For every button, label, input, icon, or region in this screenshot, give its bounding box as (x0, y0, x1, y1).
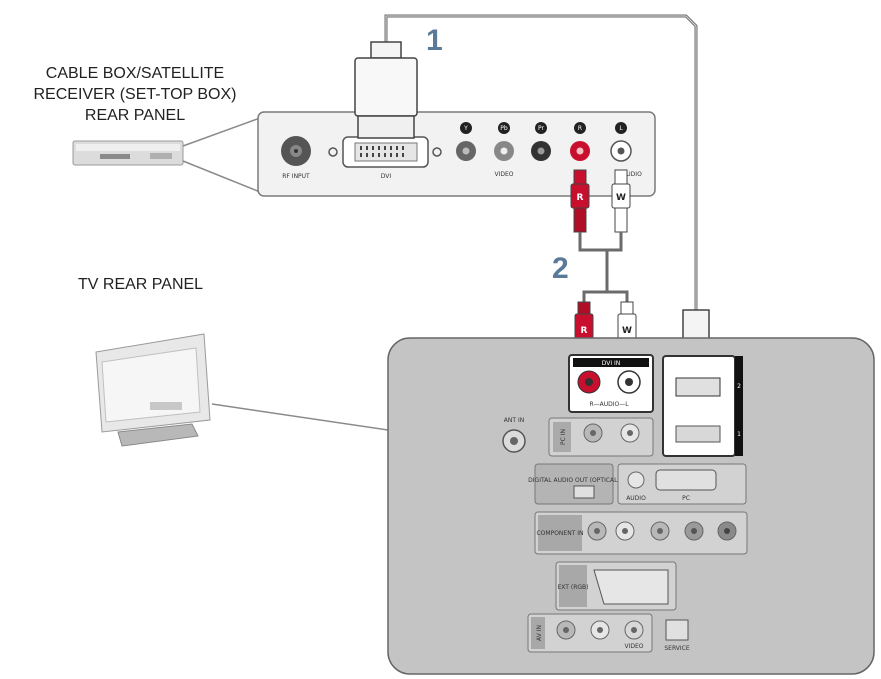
stb-audio-label: AUDIO (622, 171, 642, 178)
tv-ext-rgb-label: EXT (RGB) (558, 584, 589, 591)
tv-dvi-in-label: DVI IN (602, 360, 621, 367)
stb-jack-pr-label: Pr (538, 125, 545, 132)
dvi-pins (360, 146, 404, 157)
tv-rear-label: TV REAR PANEL (78, 276, 204, 293)
tv-red-plug-label: R (581, 326, 588, 336)
tv-hdmi-2-label: 2 (737, 383, 741, 390)
stb-thumbnail (72, 140, 184, 166)
tv-service-label: SERVICE (664, 645, 690, 652)
stb-label: CABLE BOX/SATELLITE RECEIVER (SET-TOP BO… (0, 63, 270, 126)
stb-callout-line-bottom (182, 160, 261, 193)
tv-audio-r-l-label: R—AUDIO—L (589, 401, 629, 408)
stb-video-label: VIDEO (494, 171, 513, 178)
stb-label-line1: CABLE BOX/SATELLITE (45, 65, 225, 82)
tv-pc-label: PC (682, 495, 690, 502)
stb-red-plug-label: R (577, 193, 584, 203)
stb-white-plug-label: W (616, 193, 626, 203)
tv-ant-in-label: ANT IN (504, 417, 524, 424)
stb-callout-line-top (182, 117, 261, 147)
tv-pc-in-label: PC IN (560, 429, 567, 445)
cable-1-dvi (354, 14, 713, 381)
stb-jack-pb-label: Pb (500, 125, 508, 132)
tv-rear-panel: DVI IN R—AUDIO—L 2 1 ANT IN PC IN DIGITA… (387, 337, 875, 675)
stb-label-line3: REAR PANEL (84, 107, 186, 124)
tv-av-in-label: AV IN (536, 625, 543, 641)
tv-component-in-label: COMPONENT IN (536, 530, 583, 537)
cable-2-audio: R W R W (570, 169, 637, 359)
tv-digital-audio-out-label: DIGITAL AUDIO OUT (OPTICAL) (528, 477, 620, 484)
tv-audio-label: AUDIO (626, 495, 646, 502)
stb-dvi-label: DVI (381, 173, 392, 180)
tv-video-label: VIDEO (624, 643, 643, 650)
tv-hdmi-1-label: 1 (737, 431, 741, 438)
stb-rear-panel: Y Pb Pr R L RF INPUT DVI VIDEO AUDIO (257, 111, 656, 197)
stb-label-line2: RECEIVER (SET-TOP BOX) (33, 86, 237, 103)
step-2-number: 2 (552, 252, 569, 285)
stb-jack-l-label: L (619, 125, 623, 132)
stb-rf-input-label: RF INPUT (282, 173, 310, 180)
step-1-number: 1 (426, 24, 443, 57)
tv-thumbnail (95, 333, 211, 447)
stb-jack-r-label: R (578, 125, 582, 132)
tv-white-plug-label: W (622, 326, 632, 336)
stb-jack-y-label: Y (463, 125, 468, 132)
tv-callout-line (211, 403, 389, 431)
